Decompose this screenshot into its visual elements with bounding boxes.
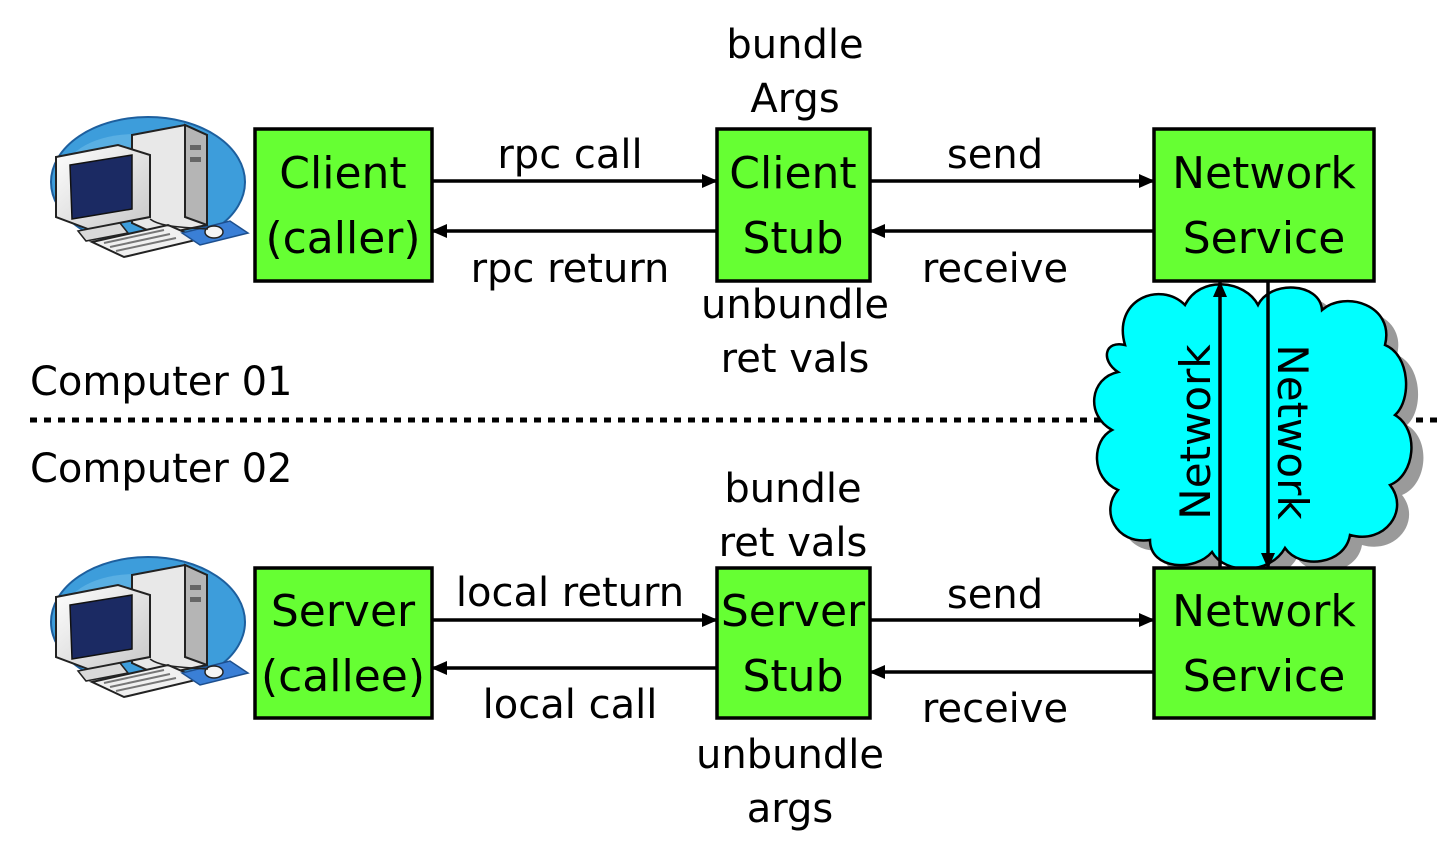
- server-stub-label-1: Server: [721, 586, 866, 637]
- server-stub-below-1: unbundle: [696, 732, 884, 778]
- client-network-label-2: Service: [1183, 213, 1346, 264]
- client-stub-above-1: bundle: [726, 22, 863, 68]
- server-callee-label-1: Server: [271, 586, 416, 637]
- server-network-label-2: Service: [1183, 651, 1346, 702]
- server-callee-label-2: (callee): [261, 651, 425, 702]
- client-stub-below-2: ret vals: [721, 336, 870, 382]
- server-stub-above-2: ret vals: [719, 520, 868, 566]
- client-stub-below-1: unbundle: [701, 282, 889, 328]
- server-send-label: send: [947, 572, 1043, 618]
- server-network-label-1: Network: [1172, 586, 1356, 637]
- network-down-label: Network: [1268, 344, 1317, 520]
- client-network-label-1: Network: [1172, 148, 1356, 199]
- client-caller-label-1: Client: [279, 148, 406, 199]
- local-call-label: local call: [483, 682, 658, 728]
- server-stub-above-1: bundle: [724, 466, 861, 512]
- network-cloud: [1092, 283, 1413, 571]
- computer-01-label: Computer 01: [30, 359, 292, 405]
- server-stub-below-2: args: [747, 786, 833, 832]
- client-caller-label-2: (caller): [265, 213, 420, 264]
- computer-02-label: Computer 02: [30, 446, 292, 492]
- client-receive-label: receive: [922, 246, 1068, 292]
- client-stub-above-2: Args: [750, 76, 839, 122]
- server-stub-label-2: Stub: [743, 651, 844, 702]
- client-network-service-box: [1152, 127, 1376, 283]
- rpc-return-label: rpc return: [471, 246, 670, 292]
- network-up-label: Network: [1171, 344, 1220, 520]
- client-caller-box: [253, 127, 434, 283]
- server-stub-box: [715, 566, 872, 720]
- client-send-label: send: [947, 132, 1043, 178]
- computer-icon: [50, 116, 249, 258]
- client-stub-label-1: Client: [729, 148, 856, 199]
- computer-icon: [50, 556, 249, 698]
- server-callee-box: [253, 566, 434, 720]
- client-stub-label-2: Stub: [743, 213, 844, 264]
- server-receive-label: receive: [922, 686, 1068, 732]
- server-network-service-box: [1152, 566, 1376, 720]
- rpc-call-label: rpc call: [497, 132, 642, 178]
- client-stub-box: [715, 127, 872, 283]
- local-return-label: local return: [456, 570, 684, 616]
